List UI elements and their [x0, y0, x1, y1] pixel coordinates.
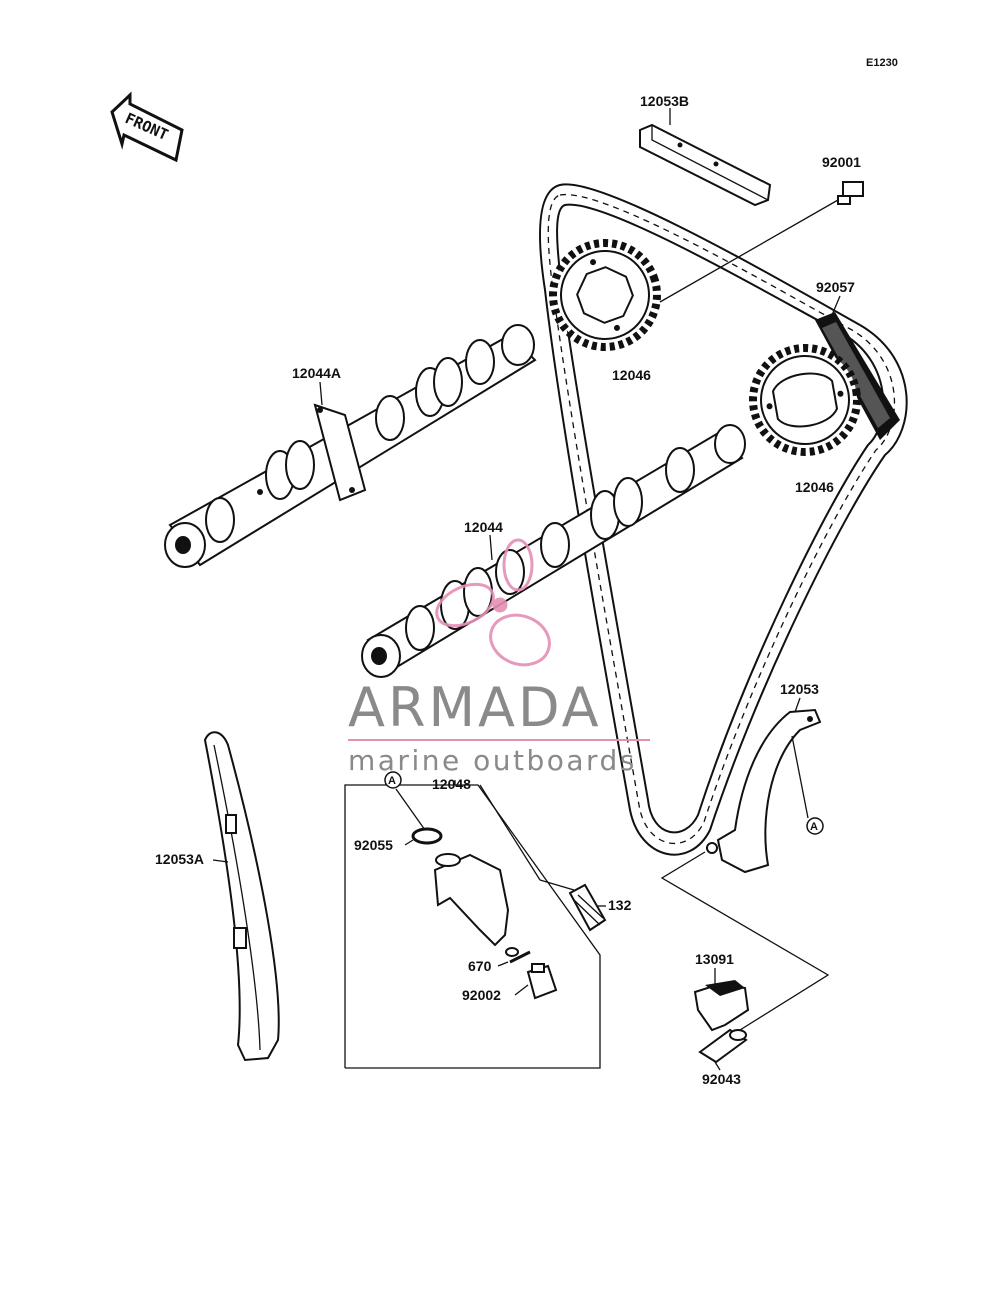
- label-12053: 12053: [780, 681, 819, 697]
- svg-text:A: A: [810, 821, 818, 833]
- leader-670: [497, 961, 509, 967]
- leader-12044A: [319, 381, 323, 406]
- leader-92002: [514, 984, 529, 996]
- leader-12053: [794, 697, 801, 713]
- front-chain-guide-12053A: [203, 731, 280, 1062]
- marker-a-left: A: [384, 771, 402, 789]
- label-12046-upper: 12046: [612, 367, 651, 383]
- label-92057: 92057: [816, 279, 855, 295]
- watermark-name: ARMADA: [348, 676, 602, 739]
- upper-chain-guide: [639, 123, 772, 207]
- svg-text:A: A: [388, 775, 396, 787]
- upper-cam-sprocket: [549, 239, 661, 351]
- label-13091: 13091: [695, 951, 734, 967]
- label-670: 670: [468, 958, 492, 974]
- leader-92057: [831, 295, 841, 316]
- label-92055: 92055: [354, 837, 393, 853]
- leader-92043: [714, 1061, 721, 1071]
- label-12048: 12048: [432, 776, 471, 792]
- label-12053B: 12053B: [640, 93, 689, 109]
- label-92043: 92043: [702, 1071, 741, 1087]
- leader-marker-a-left: [395, 788, 426, 831]
- intake-camshaft-12044: [361, 424, 746, 678]
- label-12053A: 12053A: [155, 851, 204, 867]
- rear-chain-guide-12053: [706, 708, 822, 874]
- leader-marker-a-right: [791, 735, 809, 819]
- armada-watermark: ARMADA marine outboards: [348, 538, 650, 777]
- guide-pivot-group: [660, 851, 830, 1064]
- label-12044A: 12044A: [292, 365, 341, 381]
- label-12046-lower: 12046: [795, 479, 834, 495]
- front-arrow-icon: FRONT: [110, 91, 184, 163]
- watermark-tagline: marine outboards: [348, 744, 637, 777]
- exhaust-camshaft-12044A: [164, 324, 537, 568]
- label-12044: 12044: [464, 519, 503, 535]
- tensioner-assembly-12048: [344, 780, 607, 1069]
- sprocket-bolt-92001: [659, 181, 864, 303]
- label-92001: 92001: [822, 154, 861, 170]
- label-92002: 92002: [462, 987, 501, 1003]
- armada-logo-icon: [435, 538, 551, 667]
- leader-12053A: [212, 859, 229, 863]
- leader-12044: [489, 534, 493, 561]
- label-132: 132: [608, 897, 632, 913]
- marker-a-right: A: [806, 817, 824, 835]
- cam-chain-link-92057: [815, 312, 900, 440]
- lower-cam-sprocket: [749, 344, 861, 456]
- leader-92055: [404, 839, 414, 846]
- diagram-code: E1230: [866, 57, 898, 69]
